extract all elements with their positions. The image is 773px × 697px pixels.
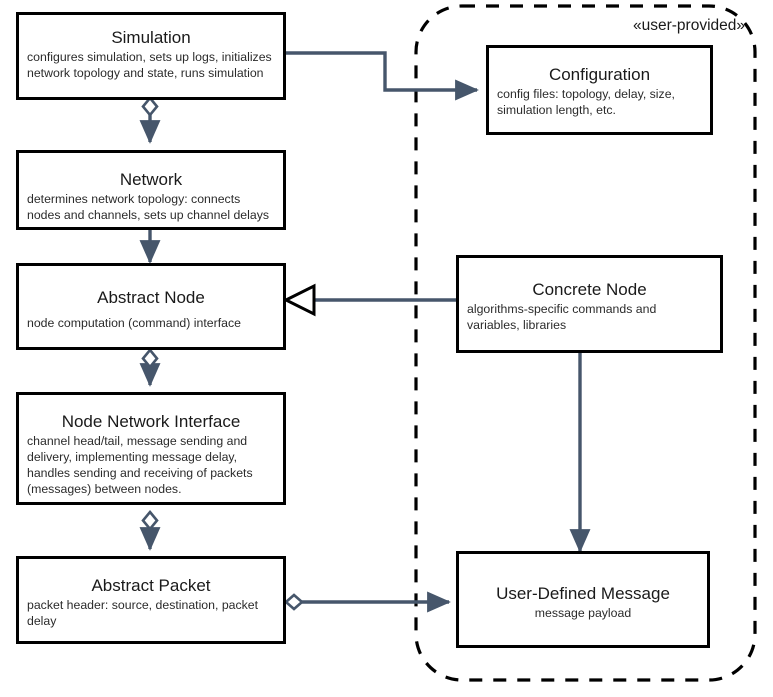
hollow-diamond-node-network-interface bbox=[141, 509, 159, 532]
node-user-defined-message-description: message payload bbox=[534, 606, 632, 621]
node-configuration[interactable]: Configuration config files: topology, de… bbox=[486, 45, 713, 135]
node-simulation-description: configures simulation, sets up logs, ini… bbox=[27, 50, 272, 81]
edge-abstract-packet-to-user-defined-message bbox=[284, 591, 451, 613]
node-simulation-title: Simulation bbox=[111, 28, 191, 47]
edge-simulation-to-network bbox=[139, 95, 161, 144]
node-abstract-node[interactable]: Abstract Node node computation (command)… bbox=[16, 263, 286, 350]
node-configuration-description: config files: topology, delay, size, sim… bbox=[497, 87, 675, 118]
node-simulation[interactable]: Simulation configures simulation, sets u… bbox=[16, 12, 286, 100]
hollow-diamond-abstract-packet bbox=[284, 593, 304, 611]
node-abstract-node-title: Abstract Node bbox=[97, 288, 205, 307]
user-provided-stereotype-label: «user-provided» bbox=[632, 17, 745, 34]
node-concrete-node-description: algorithms-specific commands and variabl… bbox=[467, 302, 657, 333]
edge-concrete-node-to-abstract-node bbox=[282, 283, 456, 317]
node-abstract-packet-description: packet header: source, destination, pack… bbox=[27, 598, 259, 629]
hollow-triangle-abstract-node bbox=[282, 283, 316, 317]
node-network[interactable]: Network determines network topology: con… bbox=[16, 150, 286, 230]
node-user-defined-message-title: User-Defined Message bbox=[496, 584, 670, 603]
hollow-diamond-abstract-node bbox=[141, 347, 159, 370]
edge-node-network-interface-to-abstract-packet bbox=[139, 509, 161, 551]
node-node-network-interface-description: channel head/tail, message sending and d… bbox=[27, 434, 253, 496]
node-abstract-packet-title: Abstract Packet bbox=[91, 576, 211, 595]
node-node-network-interface-title: Node Network Interface bbox=[61, 412, 241, 431]
node-concrete-node[interactable]: Concrete Node algorithms-specific comman… bbox=[456, 255, 723, 353]
node-network-description: determines network topology: connects no… bbox=[27, 192, 270, 223]
edge-simulation-to-configuration bbox=[286, 51, 479, 101]
node-concrete-node-title: Concrete Node bbox=[532, 280, 647, 299]
edge-abstract-node-to-node-network-interface bbox=[139, 347, 161, 387]
node-network-title: Network bbox=[119, 170, 183, 189]
node-abstract-packet[interactable]: Abstract Packet packet header: source, d… bbox=[16, 556, 286, 644]
node-abstract-node-description: node computation (command) interface bbox=[27, 316, 241, 331]
hollow-diamond-simulation bbox=[141, 95, 159, 118]
node-node-network-interface[interactable]: Node Network Interface channel head/tail… bbox=[16, 392, 286, 505]
node-configuration-title: Configuration bbox=[548, 65, 651, 84]
node-user-defined-message[interactable]: User-Defined Message message payload bbox=[456, 551, 710, 648]
